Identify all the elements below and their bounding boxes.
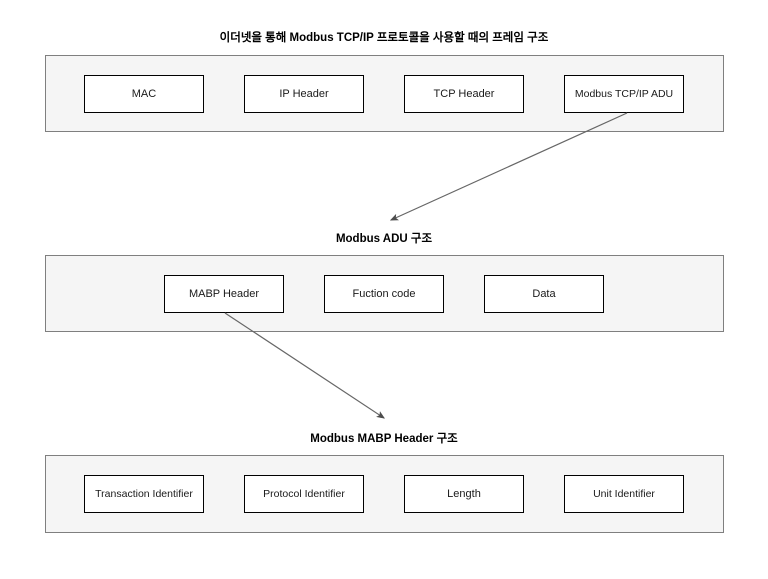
- box-unit-identifier[interactable]: Unit Identifier: [564, 475, 684, 513]
- box-mac[interactable]: MAC: [84, 75, 204, 113]
- box-transaction-identifier[interactable]: Transaction Identifier: [84, 475, 204, 513]
- box-ip-header[interactable]: IP Header: [244, 75, 364, 113]
- box-protocol-identifier[interactable]: Protocol Identifier: [244, 475, 364, 513]
- box-tcp-header[interactable]: TCP Header: [404, 75, 524, 113]
- box-fuction-code[interactable]: Fuction code: [324, 275, 444, 313]
- section-title-ethernet-frame: 이더넷을 통해 Modbus TCP/IP 프로토콜을 사용할 때의 프레임 구…: [219, 32, 549, 44]
- box-mabp-header[interactable]: MABP Header: [164, 275, 284, 313]
- section-title-modbus-mabp-header: Modbus MABP Header 구조: [310, 433, 458, 445]
- box-data[interactable]: Data: [484, 275, 604, 313]
- box-length[interactable]: Length: [404, 475, 524, 513]
- box-modbus-tcp-ip-adu[interactable]: Modbus TCP/IP ADU: [564, 75, 684, 113]
- section-title-modbus-adu: Modbus ADU 구조: [335, 233, 433, 245]
